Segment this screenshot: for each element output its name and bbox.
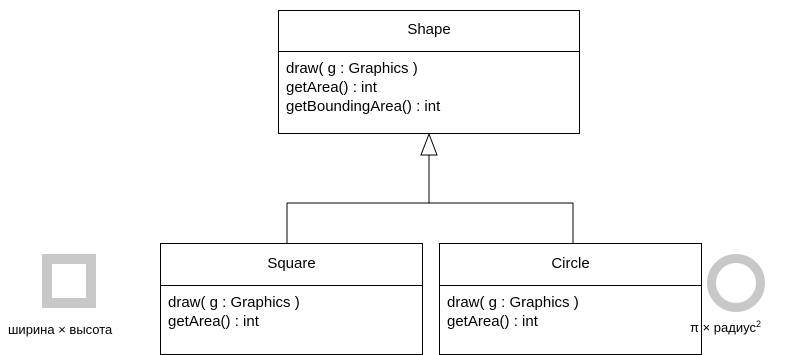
- circle-area-formula-text: π × радиус: [690, 320, 756, 335]
- circle-area-formula-exponent: 2: [755, 319, 761, 329]
- square-class-name: Square: [161, 244, 422, 286]
- shape-method-draw: draw( g : Graphics ): [286, 60, 418, 77]
- circle-class-name: Circle: [440, 244, 701, 286]
- square-class-box: Square draw( g : Graphics ) getArea() : …: [160, 243, 423, 355]
- shape-method-get-bounding-area: getBoundingArea() : int: [286, 98, 441, 115]
- shape-class-name: Shape: [279, 11, 579, 52]
- shape-class-methods: draw( g : Graphics ) getArea() : int get…: [279, 52, 579, 116]
- generalization-arrowhead: [420, 132, 438, 156]
- circle-method-get-area: getArea() : int: [447, 313, 538, 330]
- circle-area-formula: π × радиус2: [690, 319, 761, 336]
- shape-class-box: Shape draw( g : Graphics ) getArea() : i…: [278, 10, 580, 134]
- shape-method-get-area: getArea() : int: [286, 79, 377, 96]
- square-area-formula: ширина × высота: [8, 322, 113, 337]
- inheritance-connectors: [286, 132, 574, 243]
- square-method-draw: draw( g : Graphics ): [168, 294, 300, 311]
- square-class-methods: draw( g : Graphics ) getArea() : int: [161, 286, 422, 331]
- circle-method-draw: draw( g : Graphics ): [447, 294, 579, 311]
- square-shape-icon: [42, 254, 96, 308]
- square-method-get-area: getArea() : int: [168, 313, 259, 330]
- circle-shape-icon: [707, 254, 765, 312]
- circle-class-box: Circle draw( g : Graphics ) getArea() : …: [439, 243, 702, 355]
- circle-class-methods: draw( g : Graphics ) getArea() : int: [440, 286, 701, 331]
